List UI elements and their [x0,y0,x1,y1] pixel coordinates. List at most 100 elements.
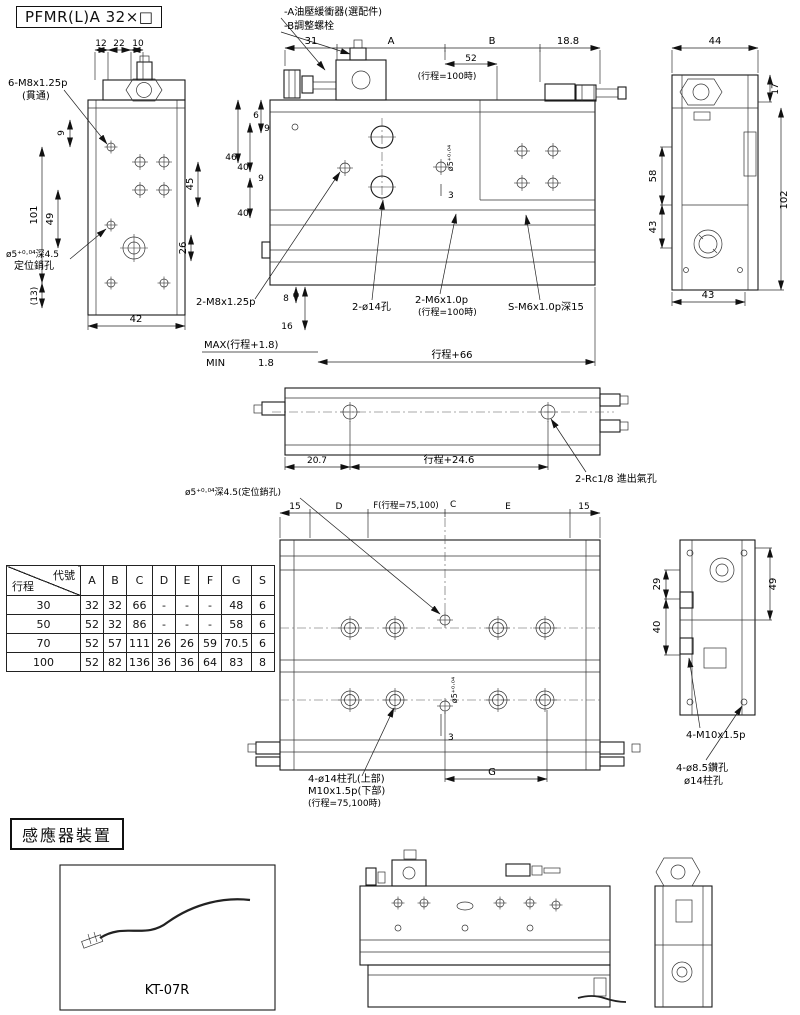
cell: 86 [126,614,153,634]
cell: 83 [221,652,252,672]
dim-26: 26 [178,242,189,255]
sensor-section-heading: 感應器裝置 [10,818,125,850]
cell: 70.5 [221,633,252,653]
dim-46: 46 [225,153,237,163]
label-2-m6-note: (行程=100時) [418,306,477,318]
cell: 6 [250,595,275,615]
stroke-cell: 30 [6,595,81,615]
top-callouts: -A油壓緩衝器(選配件) -B調整螺栓 [280,5,382,71]
dim-102: 102 [779,190,790,209]
table-row: 50 52 32 86 - - - 58 6 [6,614,275,634]
dim-9a: 9 [264,124,270,134]
dim-C: C [450,500,456,510]
cell: 52 [80,614,104,634]
label-pin-hole-dia: ø5⁺⁰·⁰⁴深4.5 [6,249,59,260]
dim-40a: 40 [237,163,249,173]
sensor-model-label: KT-07R [145,983,190,998]
cell: 48 [221,595,252,615]
view-side-right: 44 17 58 43 102 43 [648,36,790,306]
cell: - [175,614,199,634]
table-row: 70 52 57 111 26 26 59 70.5 6 [6,633,275,653]
cell: 64 [198,652,222,672]
dim-9b: 9 [258,174,264,184]
cell: 32 [103,614,127,634]
dim-101: 101 [29,205,40,224]
cell: - [152,595,176,615]
sensor-cable-icon [81,898,251,949]
col-A: A [80,565,104,596]
cell: 82 [103,652,127,672]
label-6-m8-thread: 6-M8x1.25p [8,78,68,89]
dim-3: 3 [448,191,454,201]
col-D: D [152,565,176,596]
dim-52: 52 [465,54,476,64]
dim-stroke-plus-66: 行程+66 [431,348,472,361]
table-header-row: 代號 行程 A B C D E F G S [6,565,275,596]
dim-stroke-plus-24-6: 行程+24.6 [424,453,475,466]
dim-8: 8 [283,294,289,304]
view-sensor-side [654,857,713,1008]
view-bottom: 15 D F(行程=75,100) C E 15 ø5⁺⁰·⁰⁴深4.5(定位銷… [185,486,641,809]
cell: - [152,614,176,634]
col-C: C [126,565,153,596]
dim-45: 45 [185,178,196,191]
dim-10: 10 [132,39,144,49]
dim-15-left: 15 [289,502,300,512]
label-2-dia14-holes: 2-ø14孔 [352,301,391,313]
sensor-box: KT-07R [59,864,276,1011]
label-s-m6-thread: S-M6x1.0p深15 [508,301,584,313]
cell: 136 [126,652,153,672]
col-B: B [103,565,127,596]
dim-31: 31 [305,36,318,47]
cell: 52 [80,652,104,672]
col-F: F [198,565,222,596]
dim-40: 40 [652,621,663,634]
table-row: 30 32 32 66 - - - 48 6 [6,595,275,615]
dim-42: 42 [130,314,143,325]
label-thread-lower: M10x1.5p(下部) [308,784,385,797]
label-air-port: 2-Rc1/8 進出氣孔 [575,472,657,485]
label-through: (貫通) [22,90,50,102]
dim-20-7: 20.7 [307,456,327,466]
cell: 111 [126,633,153,653]
view-top-cylinder: 20.7 行程+24.6 2-Rc1/8 進出氣孔 [253,387,657,485]
cell: 26 [175,633,199,653]
dim-29: 29 [652,578,663,591]
dim-49: 49 [45,213,56,226]
cell: 36 [175,652,199,672]
dim-B: B [489,36,496,47]
dimension-table: 代號 行程 A B C D E F G S 30 32 32 66 - - - … [6,565,275,672]
label-buffer-option: -A油壓緩衝器(選配件) [284,5,382,18]
dim-D: D [336,502,343,512]
table-header-stroke: 行程 [12,580,34,593]
cell: 32 [103,595,127,615]
dim-pin-dia-bottom: ø5⁺⁰·⁰⁴ [450,677,459,703]
label-counterbore-upper: 4-ø14柱孔(上部) [308,772,385,785]
stroke-cell: 100 [6,652,81,672]
table-corner-cell: 代號 行程 [6,565,81,596]
dim-58: 58 [648,170,659,183]
label-min: MIN [206,358,225,369]
view-front-left: 12 22 10 6-M8x1.25p (貫通) 9 101 49 (13) 4… [6,39,341,330]
dim-52-note: (行程=100時) [418,70,477,82]
col-S: S [250,565,275,596]
cell: 58 [221,614,252,634]
label-pin-hole: ø5⁺⁰·⁰⁴深4.5(定位銷孔) [185,486,281,498]
dim-15-right: 15 [578,502,589,512]
dim-49: 49 [768,578,779,591]
dim-12: 12 [95,39,106,49]
dim-6: 6 [253,111,259,121]
dim-F: F(行程=75,100) [373,500,438,511]
cell: 36 [152,652,176,672]
dim-40b: 40 [237,209,249,219]
dim-16: 16 [281,322,293,332]
dim-pin-dia: ø5⁺⁰·⁰⁴ [446,145,455,171]
col-E: E [175,565,199,596]
cell: - [198,614,222,634]
dim-44: 44 [709,36,722,47]
dim-17: 17 [771,83,781,94]
label-min-value: 1.8 [258,358,274,369]
label-max-stroke: MAX(行程+1.8) [204,338,279,351]
